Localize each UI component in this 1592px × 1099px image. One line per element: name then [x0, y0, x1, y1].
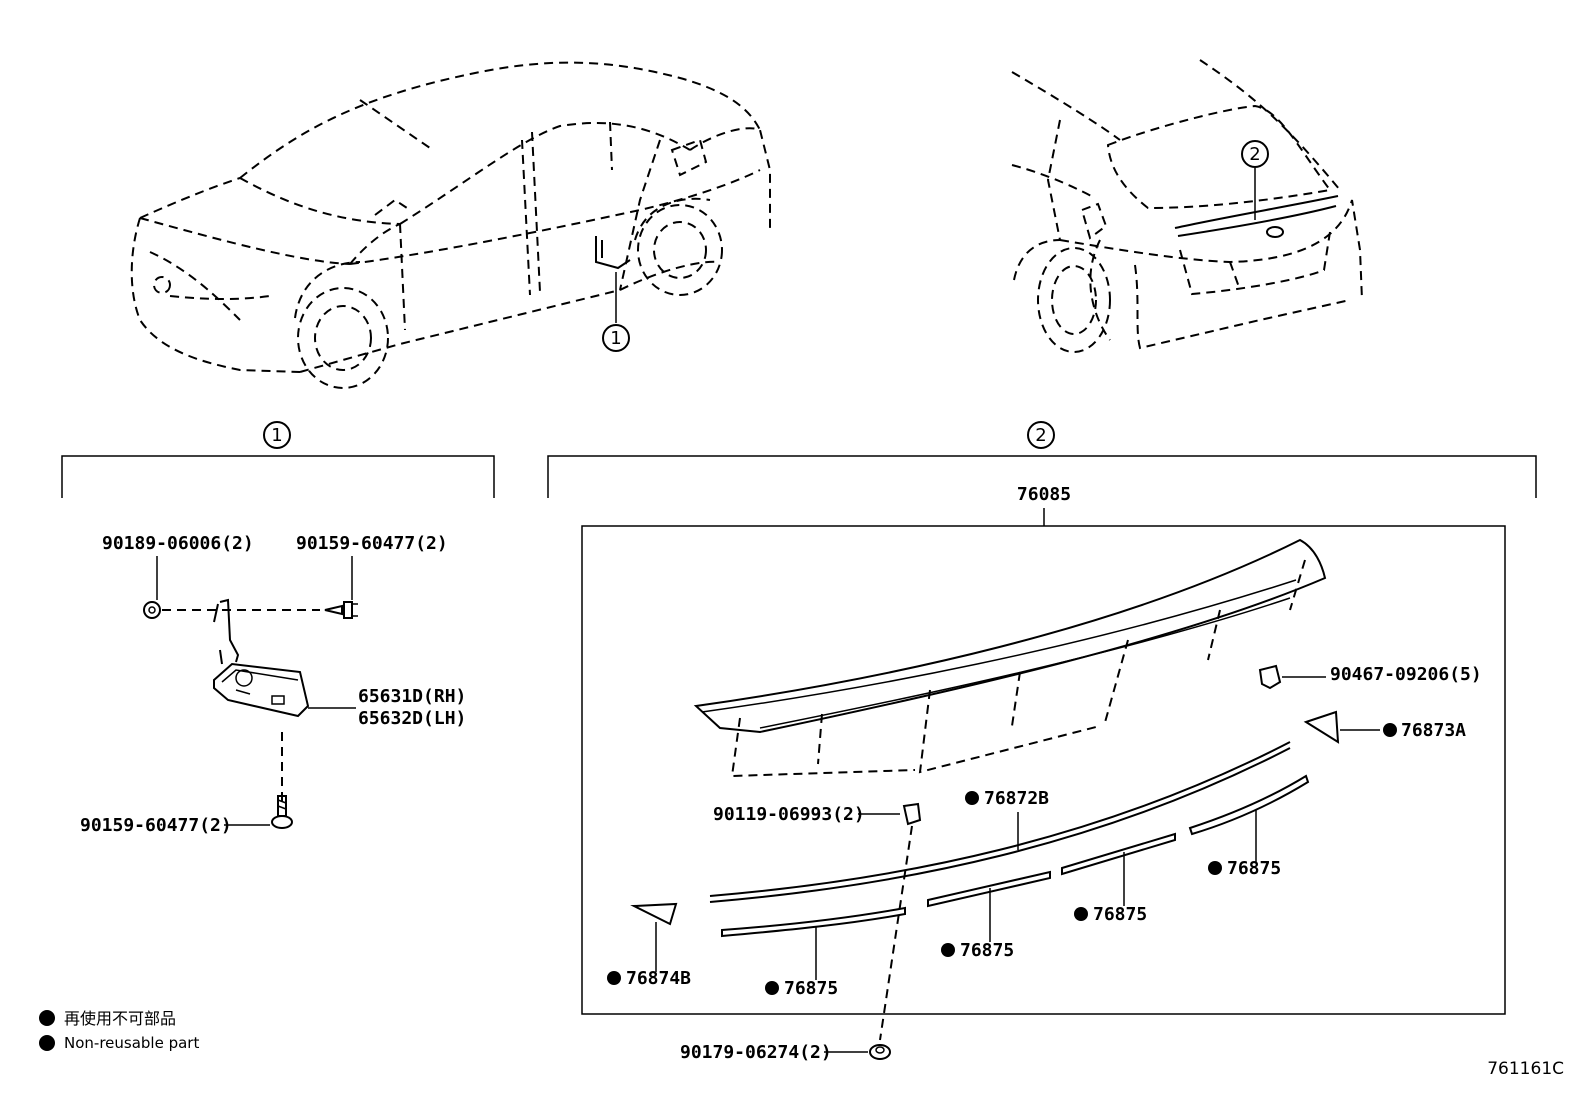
label-76875-d: 76875	[1227, 858, 1281, 879]
legend-jp: 再使用不可部品	[64, 1009, 176, 1028]
label-76875-c: 76875	[1093, 904, 1147, 925]
label-76085: 76085	[1017, 484, 1071, 505]
strip-76875-b-icon	[927, 870, 1051, 908]
sedan-rear-view: 2	[1011, 59, 1363, 353]
nut-icon	[143, 601, 161, 619]
label-90179-06274: 90179-06274(2)	[680, 1042, 832, 1063]
seal-76873A-icon	[1303, 710, 1340, 744]
label-76872B: 76872B	[984, 788, 1049, 809]
section-1-parts: 90189-06006(2) 90159-60477(2)	[80, 533, 466, 836]
label-90189-06006: 90189-06006(2)	[102, 533, 254, 554]
legend: 再使用不可部品 Non-reusable part	[39, 1009, 199, 1052]
strip-76875-c-icon	[1061, 832, 1176, 876]
non-reusable-dot	[1383, 723, 1397, 737]
label-65632D: 65632D(LH)	[358, 708, 466, 729]
callout-1-section: 1	[271, 425, 282, 446]
section-2-parts: 76085 90467-09206(5) 76873A 768	[581, 484, 1506, 1041]
section-2-header: 2	[547, 421, 1537, 498]
label-76875-b: 76875	[960, 940, 1014, 961]
callout-2-section: 2	[1035, 425, 1046, 446]
step-bracket-icon	[213, 598, 310, 718]
label-90159-60477-bottom: 90159-60477(2)	[80, 815, 232, 836]
seal-76874B-icon	[630, 902, 678, 926]
legend-en: Non-reusable part	[64, 1034, 199, 1052]
strip-76875-d-icon	[1188, 774, 1310, 836]
label-76875-a: 76875	[784, 978, 838, 999]
rear-spoiler-icon	[693, 538, 1327, 734]
clip-90119-icon	[902, 802, 922, 826]
screw-icon	[271, 795, 293, 829]
figure-code: 761161C	[1487, 1059, 1564, 1079]
clip-90467-icon	[1258, 664, 1282, 690]
label-90467-09206: 90467-09206(5)	[1330, 664, 1482, 685]
label-90159-60477-top: 90159-60477(2)	[296, 533, 448, 554]
label-90119-06993: 90119-06993(2)	[713, 804, 865, 825]
callout-1-car: 1	[610, 328, 621, 349]
sedan-front-view: 1	[130, 61, 771, 389]
label-76873A: 76873A	[1401, 720, 1466, 741]
label-65631D: 65631D(RH)	[358, 686, 466, 707]
legend-dot-en	[39, 1035, 55, 1051]
bolt-icon	[324, 601, 358, 619]
callout-2-car: 2	[1249, 144, 1260, 165]
nut-90179-icon	[869, 1044, 891, 1060]
moulding-76872B-icon	[709, 741, 1291, 897]
legend-dot-jp	[39, 1010, 55, 1026]
assembly-frame	[581, 525, 1506, 1015]
label-76874B: 76874B	[626, 968, 691, 989]
nut-90179-group: 90179-06274(2)	[680, 1042, 891, 1063]
strip-76875-a-icon	[721, 906, 906, 938]
section-1-header: 1	[61, 421, 495, 498]
